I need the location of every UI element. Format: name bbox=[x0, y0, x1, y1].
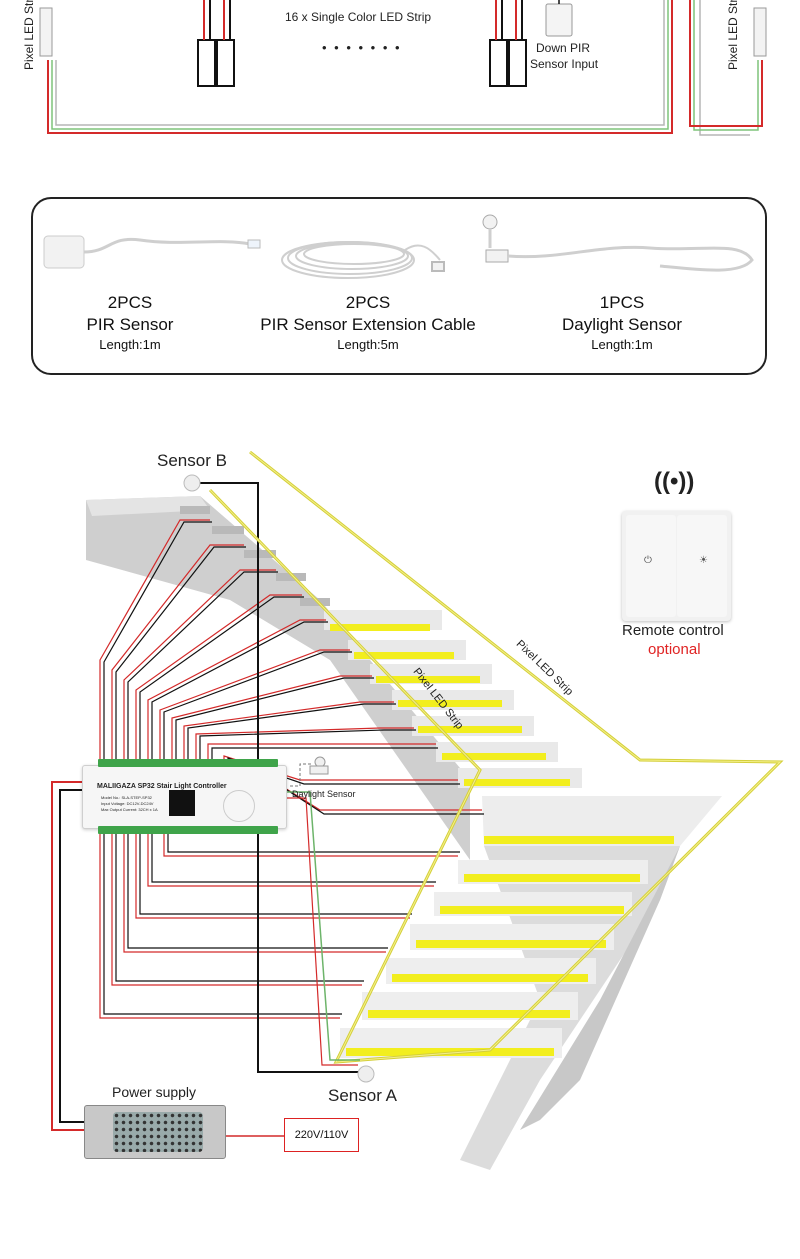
controller-spec-1: Model No.: SLA-STEP-SP32 bbox=[101, 795, 152, 800]
accessory-length: Length:1m bbox=[591, 337, 653, 352]
sensor-b-image bbox=[183, 474, 201, 492]
sensor-a-label: Sensor A bbox=[328, 1086, 397, 1105]
extension-cable-image bbox=[281, 241, 445, 279]
power-supply-image bbox=[84, 1105, 226, 1159]
accessory-qty: 2PCS bbox=[107, 293, 153, 312]
single-color-strip-label: 16 x Single Color LED Strip bbox=[285, 10, 432, 24]
accessory-qty: 2PCS bbox=[345, 293, 391, 312]
accessory-name: Daylight Sensor bbox=[561, 315, 682, 334]
remote-optional-label: optional bbox=[648, 641, 701, 658]
controller-spec-3: Max Output Current: 32CH x 1A bbox=[101, 807, 158, 812]
power-supply-label: Power supply bbox=[112, 1084, 197, 1100]
accessories-panel bbox=[31, 197, 767, 375]
accessory-name: PIR Sensor bbox=[86, 315, 174, 334]
controller-terminal-bottom bbox=[98, 826, 278, 834]
controller-title: MALIIGAZA SP32 Stair Light Controller bbox=[97, 783, 227, 790]
accessory-pir-sensor: 2PCS PIR Sensor Length:1m bbox=[0, 292, 260, 353]
accessory-extension-cable: 2PCS PIR Sensor Extension Cable Length:5… bbox=[238, 292, 498, 353]
daylight-sensor-label: Daylight Sensor bbox=[292, 789, 356, 799]
power-icon: ⏻ bbox=[644, 555, 652, 566]
controller-spec-2: Input Voltage: DC12V-DC24V bbox=[101, 801, 154, 806]
lower-lit-steps bbox=[340, 860, 648, 1058]
pir-label-line2: Sensor Input bbox=[530, 57, 599, 71]
wireless-signal-icon: ((•)) bbox=[654, 468, 695, 495]
daylight-sensor-image bbox=[482, 214, 754, 272]
pir-label-line1: Down PIR bbox=[536, 41, 591, 55]
accessory-qty: 1PCS bbox=[599, 293, 645, 312]
remote-control-image: ⏻ ☀ bbox=[622, 511, 731, 621]
controller-display bbox=[169, 790, 195, 816]
pir-sensor-image bbox=[43, 235, 261, 269]
controller-terminal-top bbox=[98, 759, 278, 767]
accessory-images bbox=[43, 214, 754, 279]
upper-lit-steps bbox=[324, 610, 582, 788]
accessory-daylight-sensor: 1PCS Daylight Sensor Length:1m bbox=[492, 292, 752, 353]
mains-voltage-box: 220V/110V bbox=[284, 1118, 359, 1152]
psu-vent bbox=[113, 1112, 203, 1152]
accessory-name: PIR Sensor Extension Cable bbox=[260, 315, 476, 334]
sensor-a-image bbox=[357, 1065, 375, 1083]
controller-dpad bbox=[223, 790, 255, 822]
stair-light-controller: MALIIGAZA SP32 Stair Light Controller Mo… bbox=[82, 765, 287, 829]
sensor-b-label: Sensor B bbox=[157, 451, 227, 470]
accessory-length: Length:5m bbox=[337, 337, 399, 352]
top-wiring-diagram bbox=[39, 0, 767, 136]
brightness-icon: ☀ bbox=[699, 555, 708, 566]
remote-control-title: Remote control bbox=[622, 622, 724, 639]
ellipsis-dots: • • • • • • • bbox=[322, 40, 402, 55]
accessory-length: Length:1m bbox=[99, 337, 161, 352]
